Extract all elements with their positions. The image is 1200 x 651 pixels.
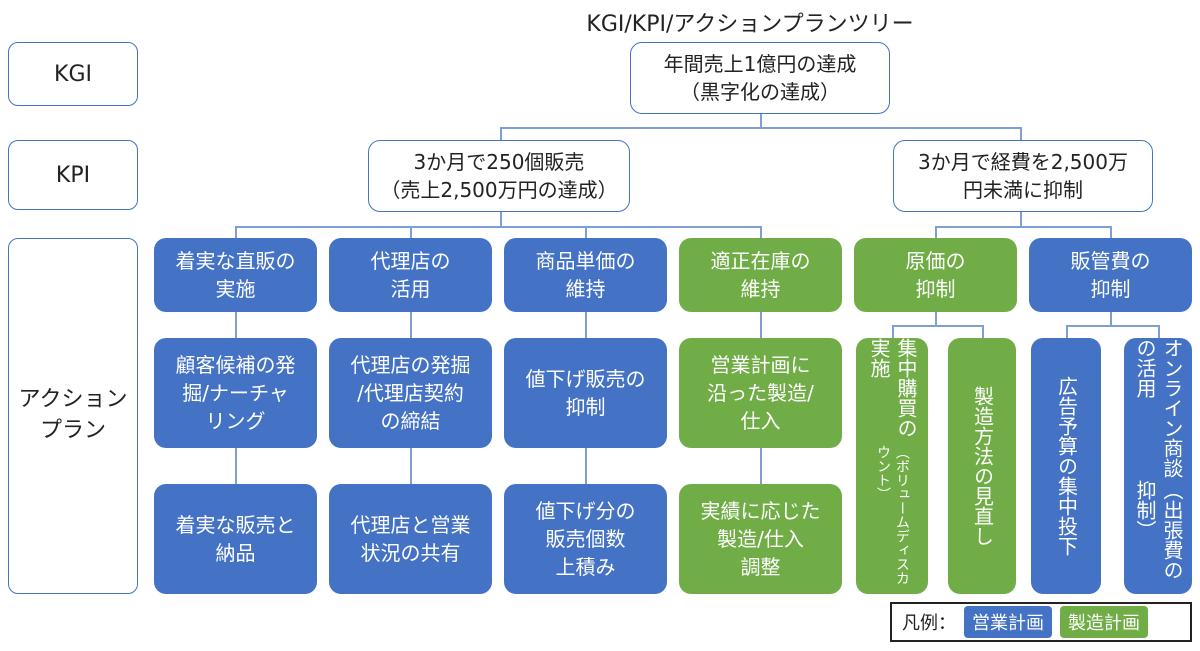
action-sga-reduction: 販管費の 抑制: [1029, 238, 1192, 312]
sub-action-volume-increase: 値下げ分の 販売個数 上積み: [504, 484, 667, 594]
sub-action-bulk-purchase: 集中購買の実施 （ボリュームディスカウント）: [856, 338, 928, 594]
sub-action-online-meetings: オンライン商談の活用 （出張費の抑制）: [1124, 338, 1192, 594]
action-price-maintenance: 商品単価の 維持: [504, 238, 667, 312]
kgi-box: 年間売上1億円の達成 （黒字化の達成）: [630, 42, 890, 114]
bulk-purchase-main: 集中購買の実施: [867, 338, 918, 438]
row-label-kgi: KGI: [8, 42, 138, 106]
legend-manufacturing-plan: 製造計画: [1060, 606, 1148, 638]
sub-action-planned-production: 営業計画に 沿った製造/ 仕入: [679, 338, 842, 448]
diagram-title: KGI/KPI/アクションプランツリー: [586, 12, 914, 37]
action-agency-use: 代理店の 活用: [329, 238, 492, 312]
action-inventory: 適正在庫の 維持: [679, 238, 842, 312]
action-direct-sales: 着実な直販の 実施: [154, 238, 317, 312]
kpi-box-sales: 3か月で250個販売 （売上2,500万円の達成）: [368, 140, 630, 212]
sub-action-adjust-production: 実績に応じた 製造/仕入 調整: [679, 484, 842, 594]
online-meetings-note: （出張費の抑制）: [1133, 480, 1184, 581]
bulk-purchase-note: （ボリュームディスカウント）: [875, 444, 910, 585]
process-review-text: 製造方法の見直し: [970, 386, 995, 546]
row-label-kpi: KPI: [8, 140, 138, 210]
online-meetings-main: オンライン商談の活用: [1133, 338, 1184, 478]
sub-action-agency-contract: 代理店の発掘 /代理店契約 の締結: [329, 338, 492, 448]
sub-action-discount-control: 値下げ販売の 抑制: [504, 338, 667, 448]
sub-action-process-review: 製造方法の見直し: [948, 338, 1016, 594]
sub-action-lead-nurturing: 顧客候補の発 掘/ナーチャ リング: [154, 338, 317, 448]
action-cost-reduction: 原価の 抑制: [854, 238, 1017, 312]
legend-label: 凡例：: [902, 613, 956, 634]
legend: 凡例： 営業計画 製造計画: [890, 602, 1192, 642]
sub-action-ad-budget: 広告予算の集中投下: [1031, 338, 1101, 594]
sub-action-agency-sharing: 代理店と営業 状況の共有: [329, 484, 492, 594]
row-label-action-plan: アクション プラン: [8, 238, 138, 594]
kpi-box-expenses: 3か月で経費を2,500万 円未満に抑制: [893, 140, 1153, 212]
legend-sales-plan: 営業計画: [964, 606, 1052, 638]
sub-action-steady-sales: 着実な販売と 納品: [154, 484, 317, 594]
ad-budget-text: 広告予算の集中投下: [1054, 376, 1079, 556]
